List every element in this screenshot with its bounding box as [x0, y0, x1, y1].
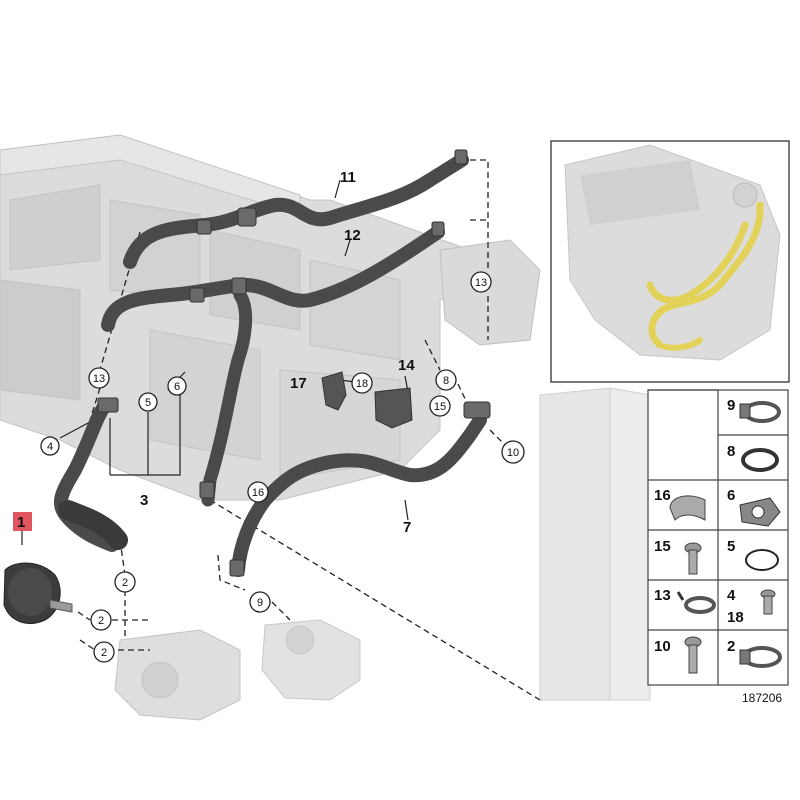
bracket-17: [321, 371, 347, 411]
circled-label-18: 18: [351, 372, 373, 394]
circled-label-5: 5: [138, 392, 158, 412]
svg-text:4: 4: [47, 441, 53, 453]
svg-text:8: 8: [443, 375, 449, 387]
hose-12-branch: [201, 288, 253, 507]
circled-label-4: 4: [40, 436, 60, 456]
radiator: [539, 387, 651, 701]
svg-text:5: 5: [145, 397, 151, 409]
svg-text:18: 18: [356, 378, 368, 390]
clip-bracket-icon: [669, 495, 706, 521]
circled-label-2-lower: 2: [93, 641, 115, 663]
legend-num-9: 9: [727, 397, 735, 414]
legend-num-13: 13: [654, 587, 671, 604]
label-12: 12: [344, 227, 361, 244]
hose-11: [123, 153, 469, 269]
expansion-tank: [439, 239, 541, 346]
water-pump-housing: [114, 629, 241, 721]
gasket-icon: [739, 497, 781, 527]
seal-ring-icon: [741, 448, 779, 472]
hose-16: [231, 413, 487, 577]
svg-text:16: 16: [252, 487, 264, 499]
highlight-box-1: [13, 512, 32, 531]
thermostat-housing: [261, 619, 361, 701]
label-11: 11: [340, 169, 356, 186]
svg-text:2: 2: [98, 615, 104, 627]
coolant-hoses: [54, 153, 487, 577]
bolt-icon: [684, 636, 702, 674]
bracket-14: [374, 387, 413, 429]
svg-text:2: 2: [101, 647, 107, 659]
diagram-id: 187206: [742, 691, 782, 705]
hose-4: [54, 398, 119, 552]
hose-part-1: [3, 500, 128, 624]
hose-12: [101, 225, 445, 332]
svg-text:9: 9: [257, 597, 263, 609]
legend-num-5: 5: [727, 538, 735, 555]
circled-label-9: 9: [249, 591, 271, 613]
circled-label-16: 16: [247, 481, 269, 503]
svg-text:13: 13: [93, 373, 105, 385]
label-3: 3: [140, 492, 148, 509]
legend-num-6: 6: [727, 487, 735, 504]
legend-num-8: 8: [727, 443, 735, 460]
svg-text:15: 15: [434, 401, 446, 413]
circled-label-2-middle: 2: [90, 609, 112, 631]
legend-num-4: 4: [727, 587, 736, 604]
o-ring-icon: [745, 549, 779, 571]
circled-label-13-right: 13: [470, 271, 492, 293]
inset-view: [550, 140, 790, 383]
label-17: 17: [290, 375, 307, 392]
legend-num-10: 10: [654, 638, 671, 655]
circled-label-15: 15: [429, 395, 451, 417]
legend-num-16: 16: [654, 487, 671, 504]
legend-num-15: 15: [654, 538, 671, 555]
label-7: 7: [403, 519, 411, 536]
legend-num-2: 2: [727, 638, 735, 655]
circled-label-2-upper: 2: [114, 571, 136, 593]
screw-icon: [760, 589, 776, 615]
hose-clamp-icon: [739, 646, 782, 668]
parts-legend: [647, 389, 789, 686]
leader-lines: [77, 159, 541, 701]
circled-label-6: 6: [167, 376, 187, 396]
svg-text:13: 13: [475, 277, 487, 289]
legend-num-18: 18: [727, 609, 744, 626]
svg-text:6: 6: [174, 381, 180, 393]
spring-clamp-icon: [676, 591, 716, 614]
circled-label-13-left: 13: [88, 367, 110, 389]
svg-text:2: 2: [122, 577, 128, 589]
circled-label-10: 10: [501, 440, 525, 464]
bolt-icon: [684, 542, 702, 575]
hose-clamp-icon: [739, 401, 781, 423]
label-1: 1: [17, 514, 25, 531]
label-14: 14: [398, 357, 415, 374]
hose-connectors: [97, 149, 491, 577]
svg-text:10: 10: [507, 447, 519, 459]
circled-label-8: 8: [435, 369, 457, 391]
